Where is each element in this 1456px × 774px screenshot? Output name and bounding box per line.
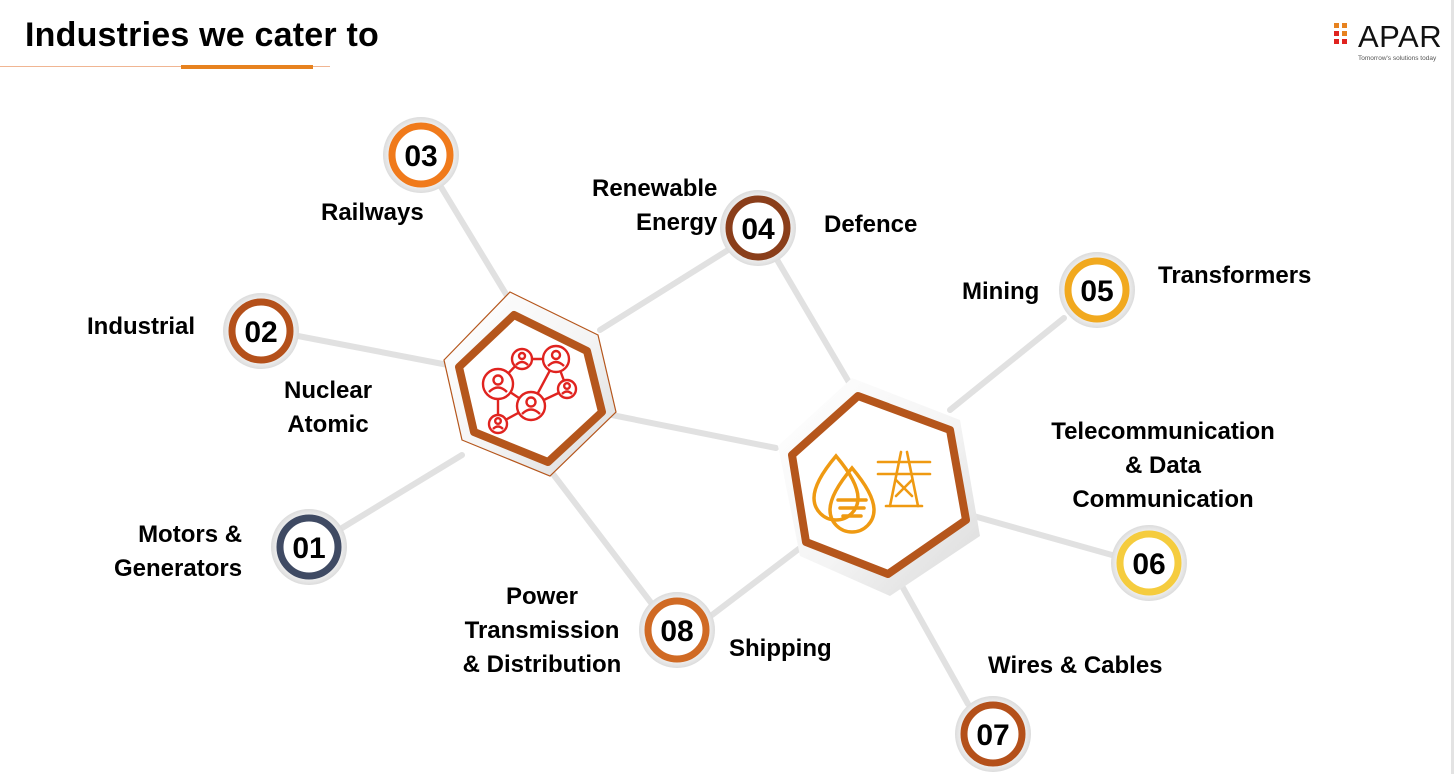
energy-hub [778,378,980,596]
node-05: 05 [1059,252,1135,328]
node-ring [960,701,1026,767]
label-line: Communication [1072,486,1254,513]
node-ring [228,298,294,364]
connector-04-energy [773,255,853,387]
label-line: & Distribution [462,651,622,678]
label-nuclear-atomic: Nuclear Atomic [284,374,372,442]
label-line: Industrial [87,313,196,340]
title-underline-accent [181,65,313,69]
apar-logo: APAR Tomorrow's solutions today [1334,19,1442,65]
network-hub [443,291,617,477]
label-line: Transformers [1158,262,1312,289]
label-line: Shipping [729,635,832,662]
connector-08-hub [550,471,655,607]
label-mining: Mining [962,275,1039,309]
network-people-icon [481,344,578,435]
node-number: 03 [404,140,437,173]
connector-08-energy [709,545,803,618]
logo-wordmark: APAR [1358,19,1443,54]
connector-07-energy [899,583,971,707]
node-06: 06 [1111,525,1187,601]
node-number: 01 [292,532,325,565]
numbered-nodes: 01 02 03 04 05 06 07 08 [223,117,1187,772]
node-ring [725,195,791,261]
logo-tagline: Tomorrow's solutions today [1358,55,1437,62]
apar-logo-mark-icon [1334,23,1356,47]
node-number: 05 [1080,275,1113,308]
label-power-transmission-distribution: Power Transmission & Distribution [454,580,630,682]
label-line: Atomic [287,411,369,438]
node-number: 06 [1132,548,1165,581]
node-ring [388,122,454,188]
label-industrial: Industrial [87,310,195,344]
label-line: Railways [321,199,424,226]
node-ring [1116,530,1182,596]
node-04: 04 [720,190,796,266]
title-underline [0,66,330,67]
label-line: Wires & Cables [988,652,1163,679]
label-line: Motors & [138,521,243,548]
label-line: & Data [1124,452,1202,479]
node-ring [276,514,342,580]
label-motors-generators: Motors & Generators [114,518,242,586]
connector-06-energy [967,512,1115,558]
label-transformers: Transformers [1158,259,1311,293]
label-line: Telecommunication [1051,418,1275,445]
node-number: 02 [244,316,277,349]
label-renewable-energy: Renewable Energy [592,172,717,240]
slide-edge-divider [1451,0,1454,774]
connector-lines [295,179,1115,707]
node-07: 07 [955,696,1031,772]
label-wires-cables: Wires & Cables [988,649,1163,683]
label-defence: Defence [824,208,917,242]
label-line: Defence [824,211,918,238]
connector-05-energy [947,315,1067,413]
node-number: 04 [741,213,775,246]
connector-02-hub [295,333,451,368]
node-number: 08 [660,615,693,648]
node-02: 02 [223,293,299,369]
label-line: Transmission [464,617,620,644]
node-ring [1064,257,1130,323]
node-08: 08 [639,592,715,668]
label-line: Generators [114,555,243,582]
label-line: Power [505,583,579,610]
connector-01-hub [339,452,465,531]
label-line: Nuclear [284,377,373,404]
label-telecommunication-data: Telecommunication & Data Communication [1040,415,1286,517]
node-01: 01 [271,509,347,585]
page-title: Industries we cater to [25,16,379,54]
connector-04-hub [597,247,731,333]
label-railways: Railways [321,196,424,230]
node-ring [644,597,710,663]
label-line: Energy [636,209,718,236]
connector-03-hub [435,179,515,307]
label-shipping: Shipping [729,632,832,666]
node-number: 07 [976,719,1009,752]
node-03: 03 [383,117,459,193]
label-line: Renewable [592,175,718,202]
connector-hub-hub [609,412,779,451]
oil-drops-transmission-tower-icon [812,450,932,534]
label-line: Mining [962,278,1040,305]
